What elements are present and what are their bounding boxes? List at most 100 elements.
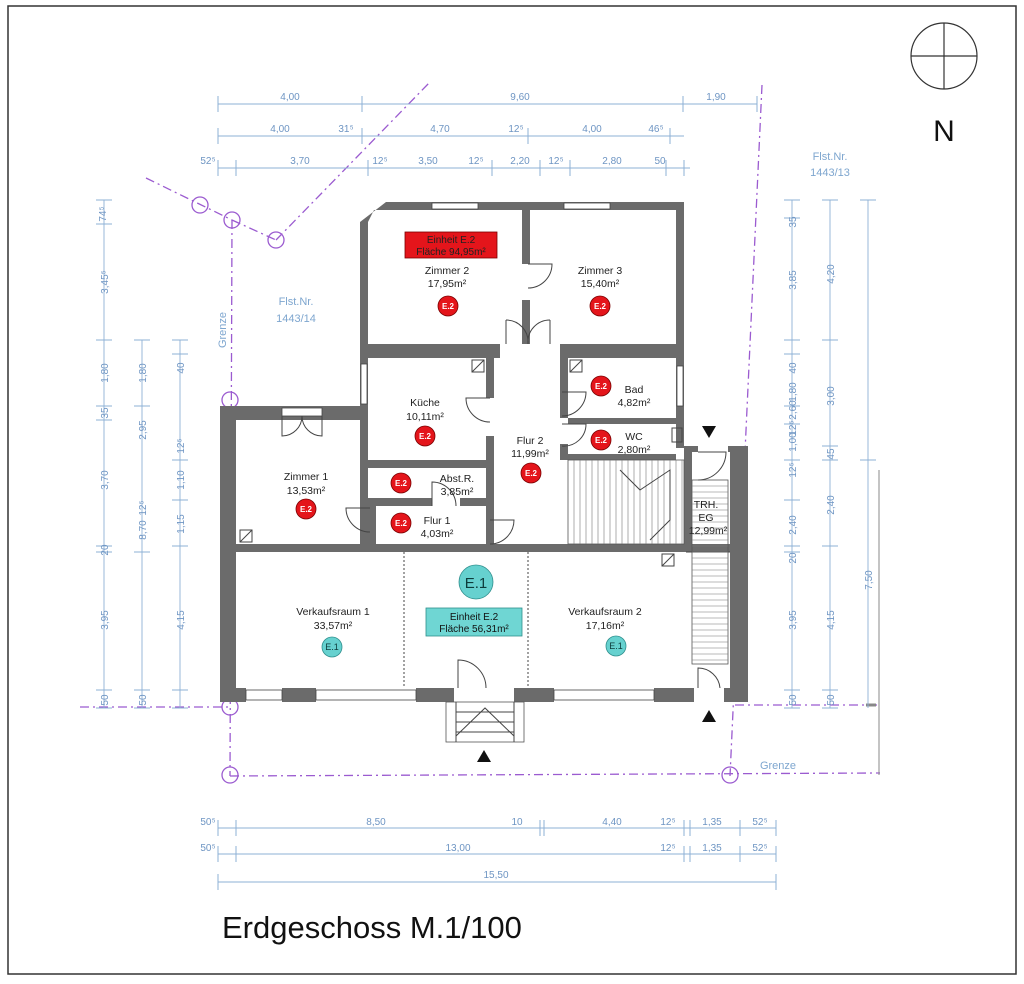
dim-bot1-2: 10 [511,817,523,828]
room-zimmer1-area: 13,53m² [287,485,326,497]
dim-left-b-3: 1,10 [176,470,187,490]
dim-bot1-0: 50⁵ [200,817,215,828]
dim-right-a-11: 50 [788,694,799,706]
dim-top1-0: 4,00 [280,92,300,103]
unit-tag-e2-label: E.2 [395,479,408,488]
entrance-marker-icon [477,750,491,762]
unit-tag-e2-label: E.2 [594,302,607,311]
dimension-lines-top [217,96,758,176]
dim-bot2-3: 1,35 [702,843,722,854]
room-abstr-area: 3,85m² [441,486,474,498]
unit-tag-e2 [590,429,612,451]
dim-top3-6: 12⁵ [548,156,563,167]
room-zimmer3-name: Zimmer 3 [578,265,622,277]
dim-right-a-9: 20 [788,552,799,564]
dim-right-a-6: 1,00 [788,432,799,452]
dim-top3-3: 3,50 [418,156,438,167]
dim-left-b-5: 4,15 [176,610,187,630]
room-verkauf2-area: 17,16m² [586,620,625,632]
room-trh-name: TRH. [694,499,719,511]
unit-tag-e1 [321,636,343,658]
unit-e2-tags: E.2 E.2 E.2 E.2 E.2 E.2 E.2 E.2 E.2 [295,295,612,534]
unit-tag-e1-label: E.1 [325,642,339,652]
dim-top3-0: 52⁵ [200,156,215,167]
unit-tag-e2 [437,295,459,317]
dim-right-b-2: 45 [826,448,837,460]
dim-right-b-1: 3,00 [826,386,837,406]
parcel-left-line2: 1443/14 [276,313,316,325]
boundary-label-bottom: Grenze [760,760,796,772]
dim-top2-3: 12⁵ [508,124,523,135]
dim-right-a-8: 2,40 [788,515,799,535]
dim-top2-2: 4,70 [430,124,450,135]
dim-left-c-2: 12⁵ [138,500,149,515]
drawing-title: Erdgeschoss M.1/100 [222,910,522,945]
dim-bot1-6: 52⁵ [752,817,767,828]
dim-right-c-0: 7,50 [864,570,875,590]
dim-right-a-7: 12⁵ [788,462,799,477]
unit-tag-e2 [390,512,412,534]
room-verkauf1-name: Verkaufsraum 1 [296,606,370,618]
unit-e1-label-line1: Einheit E.2 [450,612,499,623]
room-zimmer3-area: 15,40m² [581,278,620,290]
room-kueche-area: 10,11m² [406,411,444,423]
room-trh-area: 12,99m² [689,525,728,537]
dim-left-b-2: 2,95 [138,420,149,440]
unit-tag-e2-label: E.2 [442,302,455,311]
dim-left-a-3: 35 [100,407,111,419]
unit-tag-e2 [295,498,317,520]
dim-right-a-0: 35 [788,216,799,228]
doors [281,263,727,689]
dim-left-b-0: 8,70 [138,520,149,540]
dim-left-a-4: 3,70 [100,470,111,490]
dim-bot3-0: 15,50 [483,870,508,881]
dim-bot1-1: 8,50 [366,817,386,828]
property-boundary [80,81,881,784]
dim-left-a-7: 50 [100,694,111,706]
dim-top2-0: 4,00 [270,124,290,135]
parcel-left-line1: Flst.Nr. [279,296,314,308]
staircase [567,459,729,665]
entrance-marker-icon [702,710,716,722]
unit-e1-tags: E.1 E.1 [321,635,627,658]
dim-bot2-1: 13,00 [445,843,470,854]
room-abstr-name: Abst.R. [440,473,474,485]
dimension-lines-left [96,199,188,709]
unit-e1-big-tag: E.1 [465,575,488,592]
dim-top2-4: 4,00 [582,124,602,135]
unit-tag-e2 [414,425,436,447]
unit-tag-e2 [390,472,412,494]
unit-tag-e2-label: E.2 [419,432,432,441]
dim-bot2-0: 50⁵ [200,843,215,854]
room-flur1-area: 4,03m² [421,528,454,540]
room-zimmer1-name: Zimmer 1 [284,471,328,483]
unit-tag-e2-label: E.2 [595,436,608,445]
unit-tag-e1 [605,635,627,657]
dim-top2-1: 31⁵ [338,124,353,135]
room-zimmer2-name: Zimmer 2 [425,265,469,277]
unit-e2-label-box [404,231,498,259]
unit-tag-e2 [520,462,542,484]
room-trh-name2: EG [698,512,713,524]
unit-tag-e2-label: E.2 [395,519,408,528]
dim-right-b-5: 50 [826,694,837,706]
room-wc-name: WC [625,431,643,443]
unit-tag-e2-label: E.2 [595,382,608,391]
dim-right-a-4: 2,60 [788,400,799,420]
room-kueche-name: Küche [410,397,440,409]
dim-top3-8: 50 [654,156,666,167]
dimension-lines-bottom [217,820,777,890]
north-label: N [933,115,955,148]
dim-left-a-0: 74⁵ [98,206,109,221]
room-flur2-name: Flur 2 [517,435,544,447]
drawing-frame [7,5,1017,975]
parcel-right-line1: Flst.Nr. [813,151,848,163]
dim-top1-2: 1,90 [706,92,726,103]
room-verkauf2-name: Verkaufsraum 2 [568,606,642,618]
dim-left-b-6: 50 [138,694,149,706]
dim-left-a-1: 3,45⁵ [100,270,111,294]
dim-bot1-4: 12⁵ [660,817,675,828]
room-flur2-area: 11,99m² [511,448,549,460]
